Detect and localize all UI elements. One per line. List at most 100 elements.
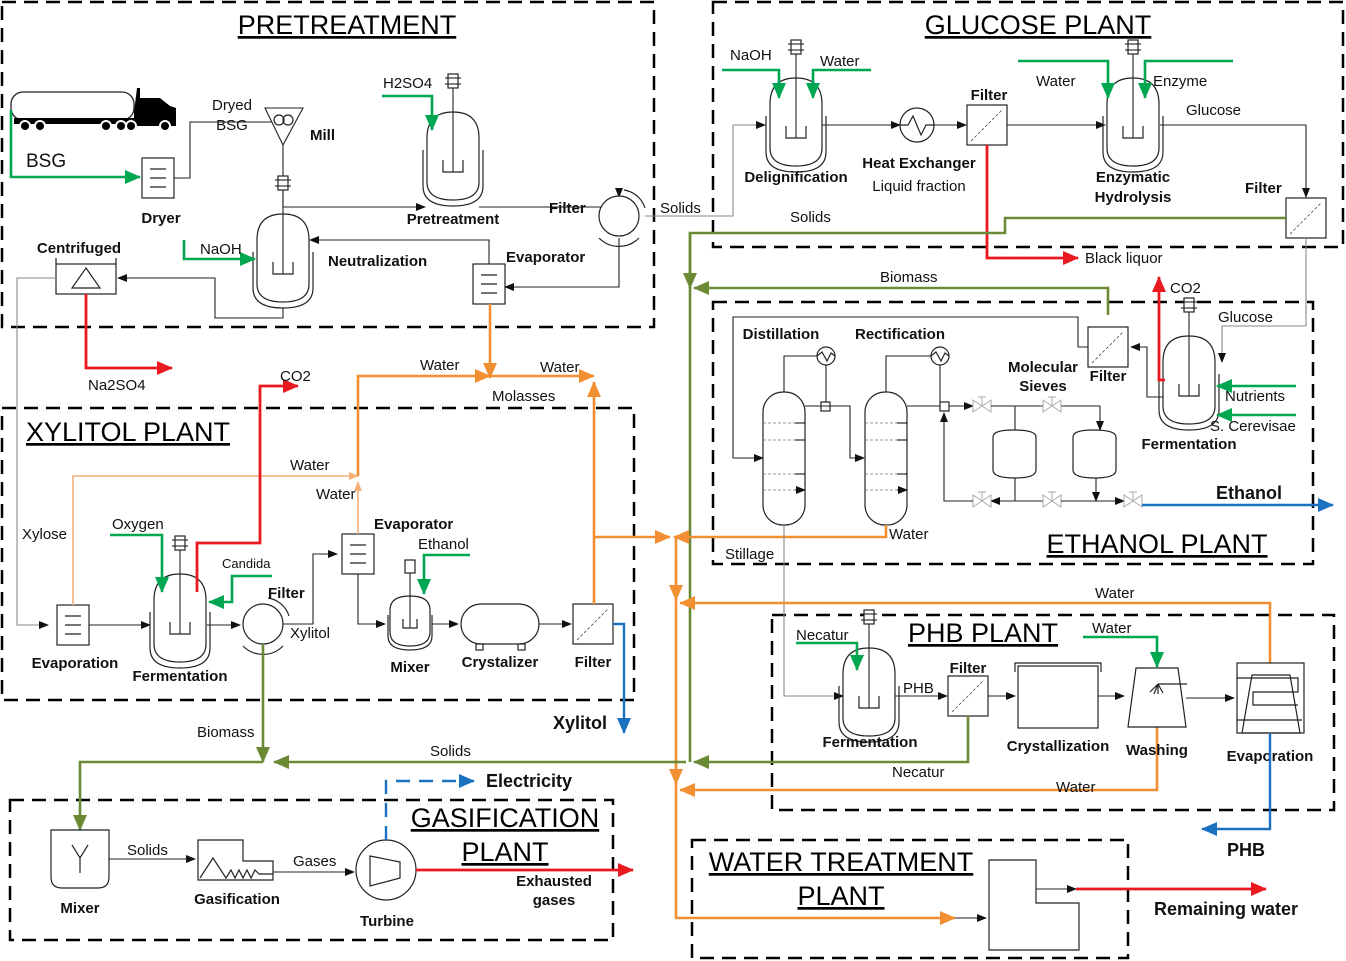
liquid-to-evaporator-stream: [504, 238, 620, 291]
rectification-column-icon: [864, 391, 907, 526]
filter-glucose-1-icon: [966, 104, 1008, 146]
filter-phb-icon: [947, 675, 989, 717]
gasification-plant-title-1: GASIFICATION: [411, 803, 600, 833]
ethanol-plant-title: ETHANOL PLANT: [1046, 529, 1267, 559]
glucose-to-fermentation-stream: [1218, 238, 1307, 363]
washing-label: Washing: [1126, 742, 1188, 759]
to-centrifuge-stream: [117, 274, 284, 319]
electricity-label: Electricity: [486, 771, 572, 791]
glucose-plant-title: GLUCOSE PLANT: [925, 10, 1152, 40]
phb-stream-label: PHB: [903, 680, 934, 697]
evaporator-pretreatment-icon: [472, 263, 506, 305]
broth-to-filter-stream: [1130, 343, 1163, 398]
filter-glucose-2-label: Filter: [1245, 180, 1282, 197]
filter-glucose-1-label: Filter: [971, 87, 1008, 104]
filter-xylitol-2-label: Filter: [575, 654, 612, 671]
turbine-label: Turbine: [360, 913, 414, 930]
biomass-ethanol-stream: [693, 281, 1110, 315]
to-neutralization-stream: [309, 236, 490, 264]
crystallization-label: Crystallization: [1007, 738, 1110, 755]
water-washing-feed-stream: [1083, 635, 1164, 668]
crystalizer-icon: [460, 603, 540, 651]
gasification-label: Gasification: [194, 891, 280, 908]
na2so4-stream: [84, 294, 173, 375]
enzyme-label: Enzyme: [1153, 73, 1207, 90]
solids-to-delignification-stream: [645, 121, 766, 217]
molasses-label: Molasses: [492, 388, 555, 405]
solids-pretreatment-label: Solids: [660, 200, 701, 217]
oxygen-label: Oxygen: [112, 516, 164, 533]
centrifuged-label: Centrifuged: [37, 240, 121, 257]
biomass-gasification-label: Biomass: [197, 724, 255, 741]
evaporation-xylitol-icon: [56, 604, 90, 646]
filter-pretreatment-label: Filter: [549, 200, 586, 217]
pretreatment-section-box: [0, 0, 656, 329]
liquid-fraction-label: Liquid fraction: [872, 178, 965, 195]
exhausted-gases-label-1: Exhausted: [516, 873, 592, 890]
mixer-xylitol-icon: [387, 559, 433, 651]
washing-unit-icon: [1127, 667, 1187, 728]
filter-xylitol-1-label: Filter: [268, 585, 305, 602]
water-xylitol-up-label: Water: [316, 486, 355, 503]
ethanol-fermentation-reactor-icon: [1158, 297, 1220, 431]
stillage-label: Stillage: [725, 546, 774, 563]
mixer-xylitol-label: Mixer: [390, 659, 429, 676]
water-phb-in-label: Water: [1092, 620, 1131, 637]
molecular-sieves-label-2: Sieves: [1019, 378, 1067, 395]
ethanol-xylitol-feed-stream: [417, 553, 470, 595]
distillation-condenser-icon: [816, 346, 836, 366]
xylitol-product-stream: [613, 622, 631, 734]
bsg-feed-stream: [9, 110, 141, 184]
evaporation-phb-icon: [1236, 662, 1305, 734]
water-treatment-title-2: PLANT: [797, 881, 884, 911]
necatur-in-label: Necatur: [796, 627, 849, 644]
ethanol-xylitol-label: Ethanol: [418, 536, 469, 553]
xylitol-fermentation-label: Fermentation: [132, 668, 227, 685]
dryed-bsg-label-1: Dryed: [212, 97, 252, 114]
water-glucose-label-1: Water: [820, 53, 859, 70]
delignification-reactor-icon: [765, 39, 827, 173]
sieve-regeneration-stream: [940, 412, 973, 502]
necatur-out-label: Necatur: [892, 764, 945, 781]
heat-exchanger-icon: [899, 107, 935, 143]
tanker-truck-icon: [10, 88, 176, 132]
xylitol-product-label: Xylitol: [553, 713, 607, 733]
evaporator-xylitol-icon: [341, 533, 375, 575]
filter-phb-label: Filter: [950, 660, 987, 677]
enzymatic-label-1: Enzymatic: [1096, 169, 1170, 186]
evaporator-xylitol-label: Evaporator: [374, 516, 453, 533]
gases-label: Gases: [293, 853, 336, 870]
electricity-stream: [384, 779, 470, 840]
ethanol-fermentation-label: Fermentation: [1141, 436, 1236, 453]
xylose-stream: [16, 277, 56, 629]
crystallization-tank-icon: [1014, 662, 1102, 729]
water-glucose-label-2: Water: [1036, 73, 1075, 90]
heat-exchanger-label: Heat Exchanger: [862, 155, 976, 172]
mill-icon: [264, 107, 304, 147]
phb-fermentation-label: Fermentation: [822, 734, 917, 751]
valve-icon: [1042, 396, 1062, 413]
glucose-out-stream: [1160, 124, 1310, 198]
black-liquor-label: Black liquor: [1085, 250, 1163, 267]
h2so4-feed-stream: [382, 94, 439, 131]
oxygen-feed-stream: [110, 533, 169, 593]
rotary-filter-pretreatment-icon: [598, 189, 646, 248]
xylitol-fermentation-reactor-icon: [149, 535, 211, 669]
phb-plant-title: PHB PLANT: [908, 618, 1058, 648]
co2-ethanol-stream: [1152, 276, 1166, 382]
s-cerevisae-label: S. Cerevisae: [1210, 418, 1296, 435]
filter-ethanol-label: Filter: [1090, 368, 1127, 385]
water-from-washing-stream: [679, 703, 1159, 797]
filter-ethanol-icon: [1087, 326, 1129, 368]
xylose-label: Xylose: [22, 526, 67, 543]
enzyme-feed-stream: [1138, 59, 1233, 99]
pretreatment-reactor-icon: [422, 73, 484, 207]
neutralization-reactor-icon: [252, 175, 314, 309]
rotary-filter-xylitol-icon: [242, 597, 290, 656]
water-from-rectification-stream: [673, 525, 888, 544]
crystalizer-label: Crystalizer: [462, 654, 539, 671]
filter-glucose-2-icon: [1285, 197, 1327, 239]
water-glucose-feed-stream: [806, 68, 871, 99]
rectification-label: Rectification: [855, 326, 945, 343]
water-phb-bottom-label: Water: [1056, 779, 1095, 796]
